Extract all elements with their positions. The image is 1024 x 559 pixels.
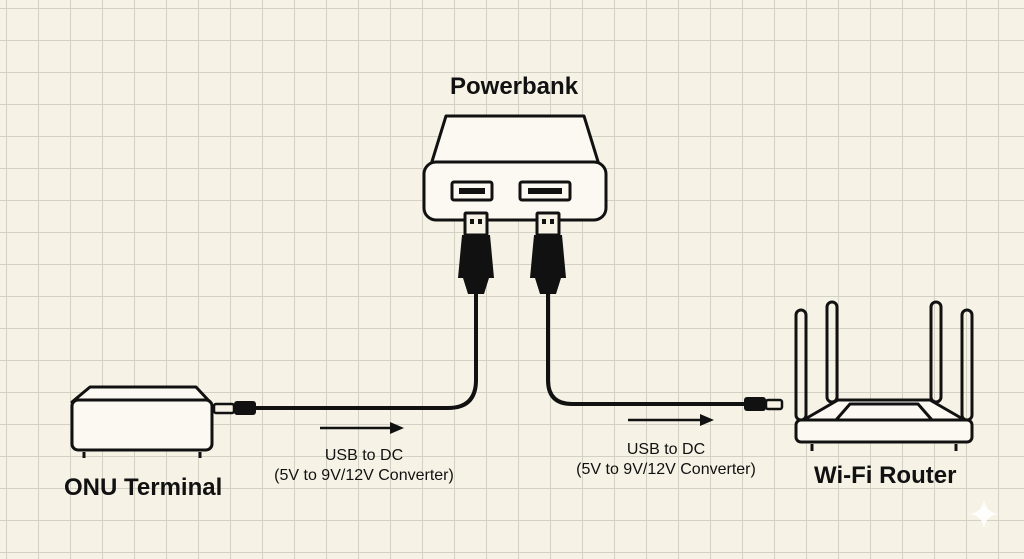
arrow-right-icon <box>628 414 714 426</box>
usb-plug-icon <box>458 211 494 294</box>
cable-caption-left: USB to DC (5V to 9V/12V Converter) <box>264 446 464 486</box>
usb-to-dc-cable-right <box>546 292 746 406</box>
dc-plug-left <box>212 401 256 415</box>
dc-plug-right <box>744 397 784 411</box>
usb-to-dc-cable-left <box>254 292 478 410</box>
usb-plug-icon <box>530 211 566 294</box>
arrow-right-icon <box>320 422 404 434</box>
powerbank-label: Powerbank <box>450 73 579 100</box>
wifi-router-label: Wi-Fi Router <box>814 462 957 489</box>
cable-name: USB to DC <box>626 441 706 458</box>
cable-name: USB to DC <box>324 447 404 464</box>
cable-detail: (5V to 9V/12V Converter) <box>576 461 756 478</box>
powerbank-icon <box>422 114 608 222</box>
onu-terminal-label: ONU Terminal <box>64 474 223 501</box>
wifi-router-icon <box>794 300 974 451</box>
cable-caption-right: USB to DC (5V to 9V/12V Converter) <box>566 440 766 480</box>
onu-terminal-icon <box>70 385 214 458</box>
sparkle-icon <box>970 500 998 528</box>
cable-detail: (5V to 9V/12V Converter) <box>274 467 454 484</box>
